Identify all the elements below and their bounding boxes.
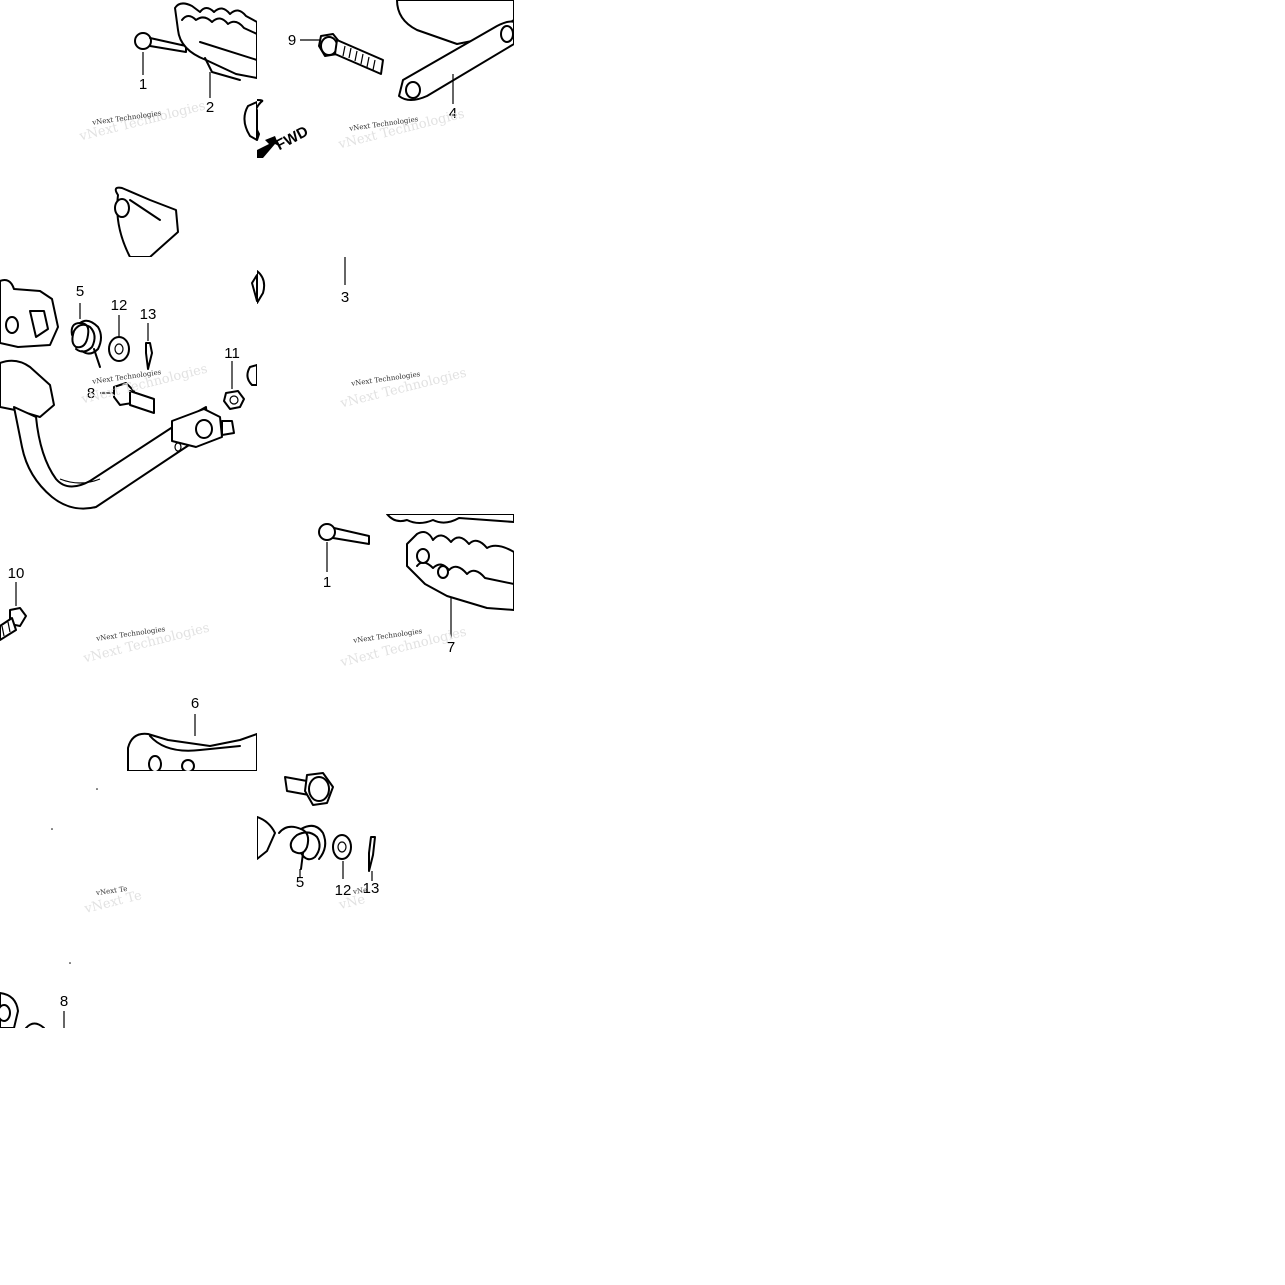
tile-spring-set: 5 12 13 vNe vNe [257,771,514,1028]
callout-bolt: 9 [287,32,297,49]
callout-cotter-pin: 13 [362,880,380,897]
tile-brake-pedal: 5 12 13 11 8 vNext Technologies vNext Te… [0,257,257,514]
part-3-drawing [257,257,346,304]
callout-spring: 5 [75,283,85,300]
callout-bolt: 10 [7,565,25,582]
callout-pin: 1 [138,76,148,93]
callout-spring: 5 [295,874,305,891]
footpeg-right-drawing [318,514,514,638]
footpeg-drawing [114,2,257,257]
holder-drawing [0,582,257,771]
callout-bracket: 4 [448,105,458,122]
spring-set-drawing [257,772,376,881]
tile-footpeg-left: 1 2 vNext Technologies vNext Technologie… [0,0,257,257]
callout-cotter-pin: 13 [139,306,157,323]
callout-washer: 12 [334,882,352,899]
tile-bolt: 8 vNext Te vNext Te [0,771,257,1028]
callout-bolt: 8 [86,385,96,402]
tile-part-3: 3 vNext Technologies vNext Technologies [257,257,514,514]
tile-bracket: 9 4 FWD vNext Technologies vNext Technol… [257,0,514,257]
tile-holder: 10 6 vNext Technologies vNext Technologi… [0,514,257,771]
tile-footpeg-right: 1 7 vNext Technologies vNext Technologie… [257,514,514,771]
callout-pin: 1 [322,574,332,591]
callout-footpeg: 2 [205,99,215,116]
callout-part: 3 [340,289,350,306]
callout-bolt: 8 [59,993,69,1010]
brake-pedal-drawing [0,274,257,510]
callout-washer: 12 [110,297,128,314]
bracket-drawing [257,0,514,158]
bolt-drawing [0,788,98,1028]
callout-nut: 11 [224,345,240,362]
callout-footpeg: 7 [446,639,456,656]
callout-holder: 6 [190,695,200,712]
